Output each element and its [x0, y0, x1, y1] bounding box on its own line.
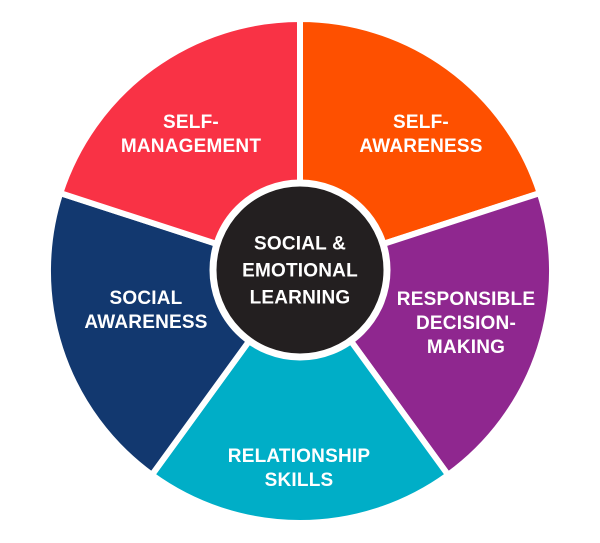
- label-line: AWARENESS: [359, 136, 483, 157]
- label-responsible-decision-making: RESPONSIBLE DECISION- MAKING: [397, 288, 535, 360]
- label-social-awareness: SOCIAL AWARENESS: [84, 287, 207, 335]
- center-label-line-2: EMOTIONAL: [242, 260, 358, 282]
- label-line: DECISION-: [416, 313, 516, 334]
- label-self-management: SELF- MANAGEMENT: [121, 111, 261, 159]
- label-line: MAKING: [426, 337, 506, 358]
- label-line: AWARENESS: [84, 312, 208, 333]
- label-relationship-skills: RELATIONSHIP SKILLS: [228, 445, 370, 493]
- label-line: SKILLS: [264, 470, 334, 491]
- segment-relationship-skills: [147, 265, 453, 527]
- center-label: SOCIAL & EMOTIONAL LEARNING: [242, 231, 358, 312]
- label-line: RESPONSIBLE: [396, 289, 536, 310]
- label-line: SELF-: [163, 112, 219, 133]
- center-hub: [209, 179, 391, 361]
- label-line: MANAGEMENT: [120, 136, 262, 157]
- center-label-line-1: SOCIAL &: [253, 233, 347, 255]
- label-line: SOCIAL: [109, 288, 183, 309]
- label-line: SELF-: [393, 112, 449, 133]
- label-self-awareness: SELF- AWARENESS: [359, 111, 482, 159]
- center-label-line-3: LEARNING: [249, 287, 351, 309]
- label-line: RELATIONSHIP: [227, 446, 371, 467]
